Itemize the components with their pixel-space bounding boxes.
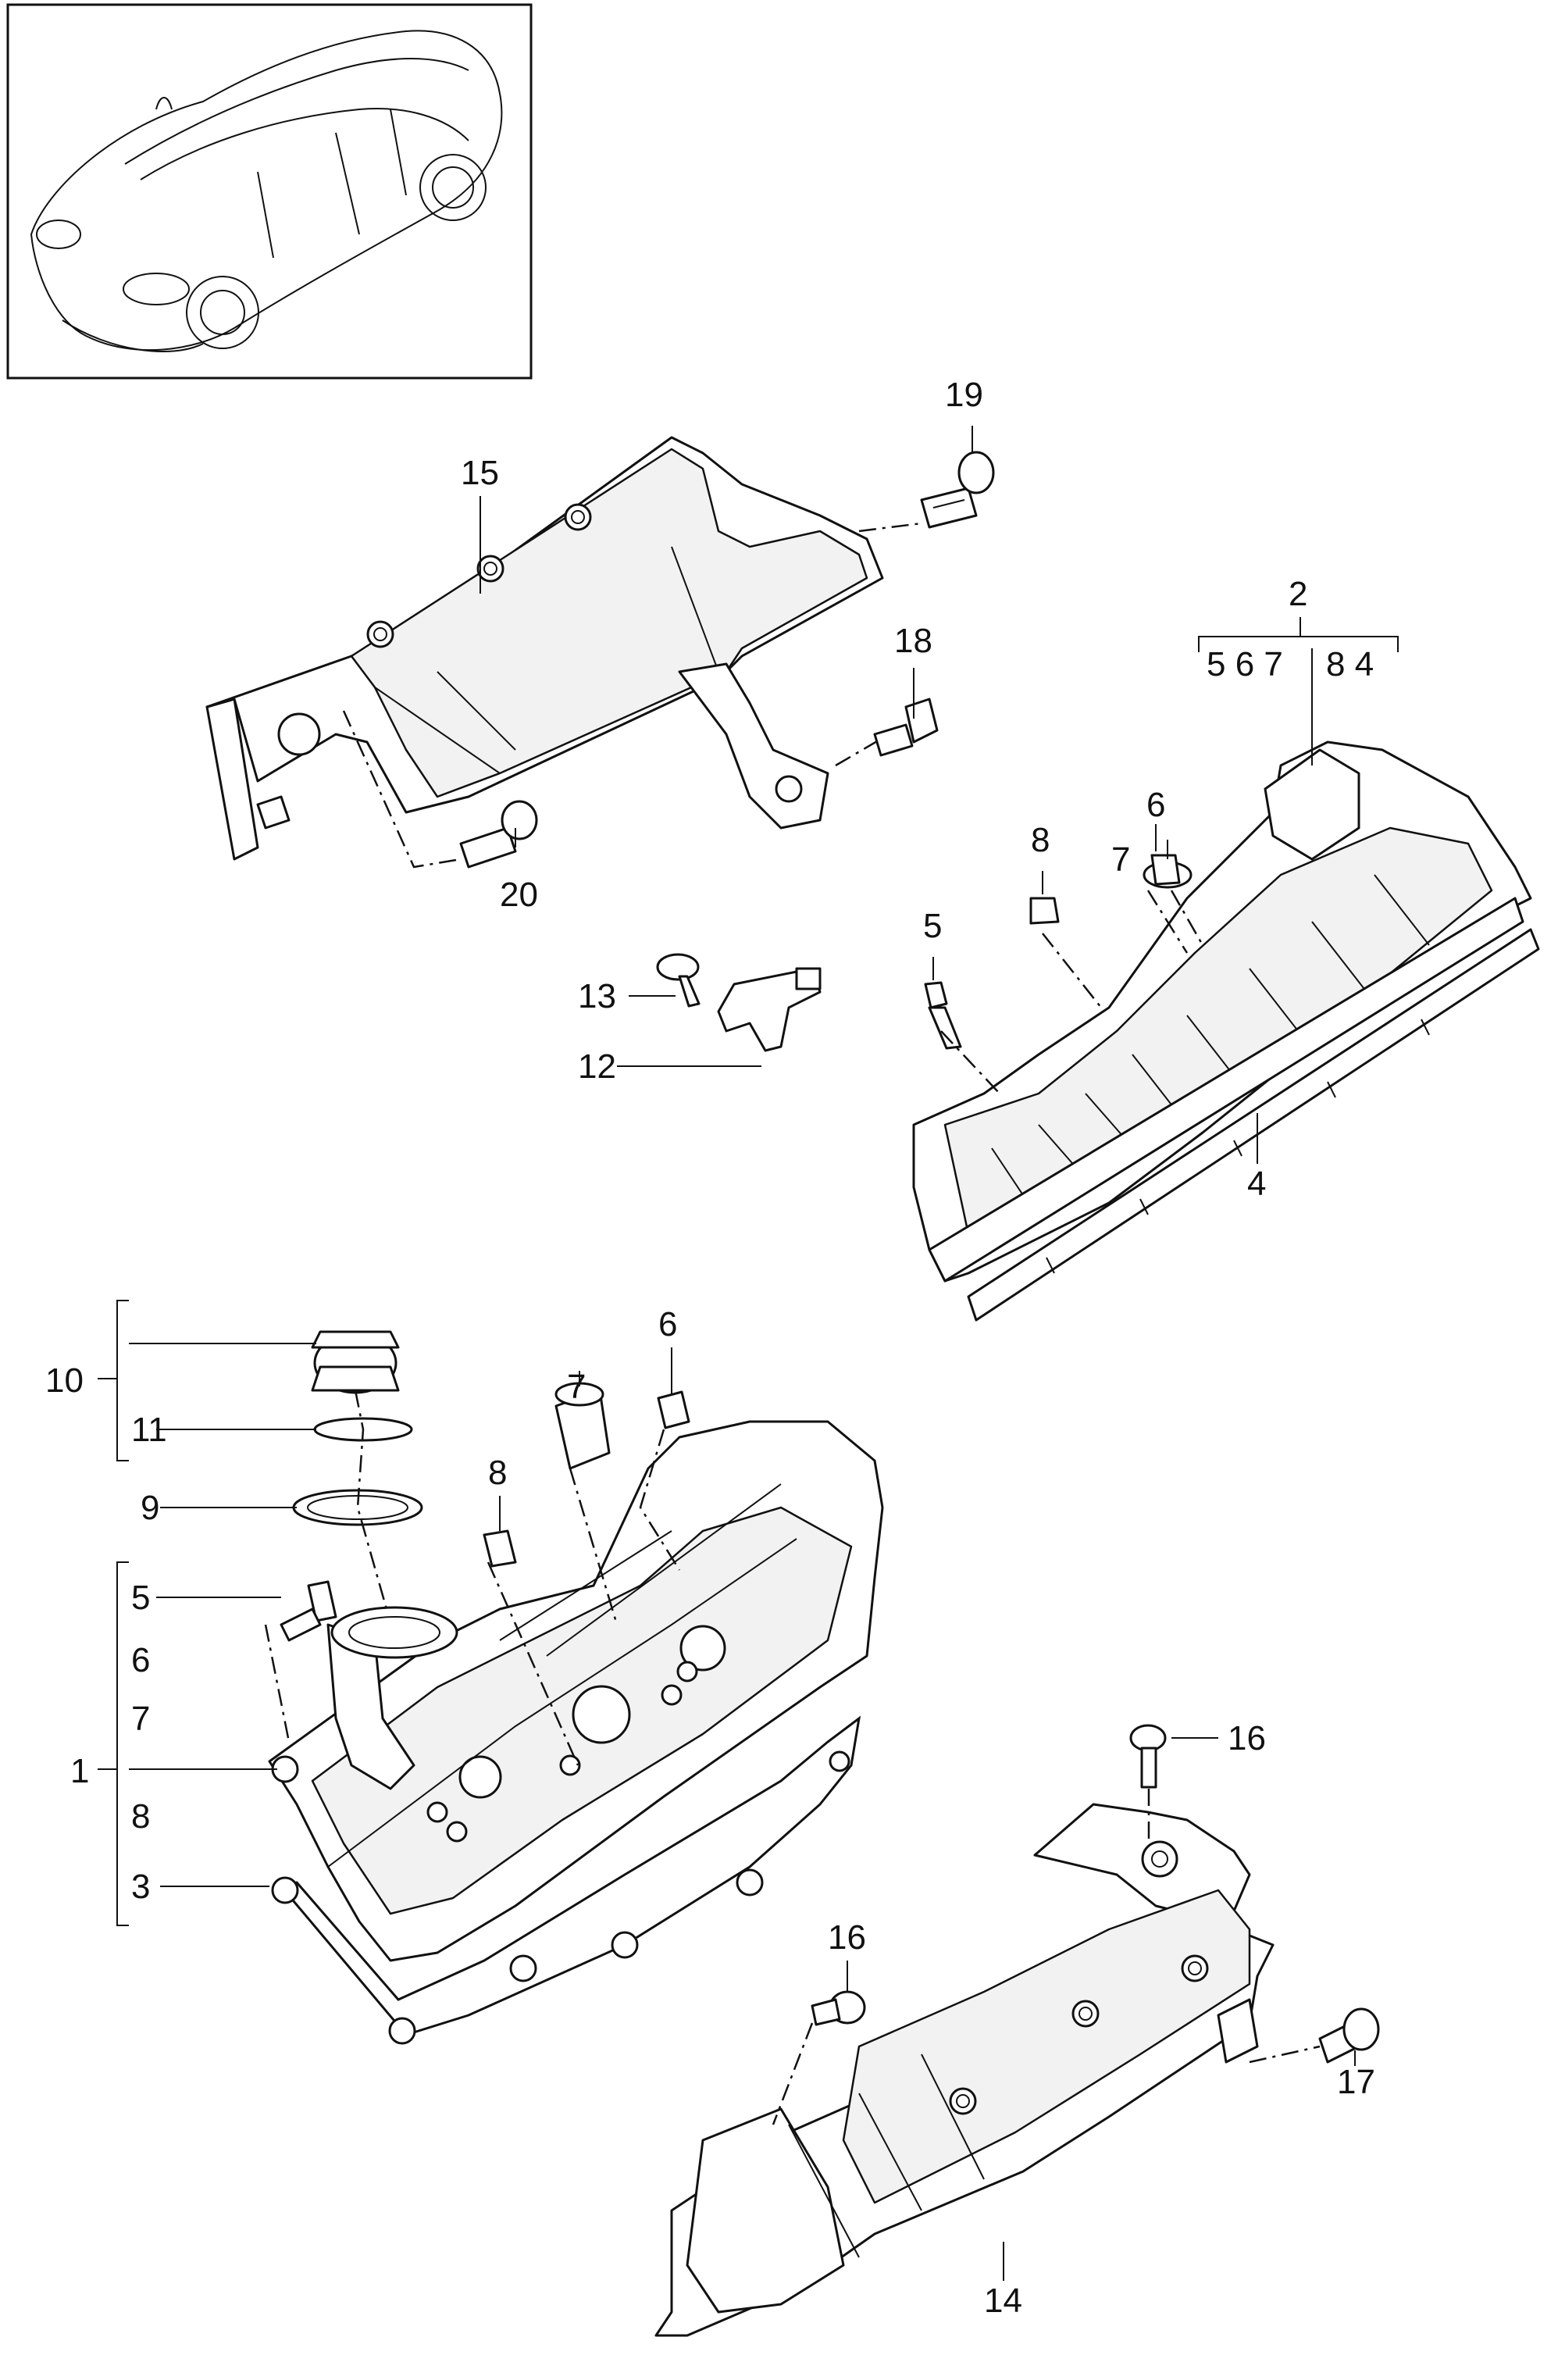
callout-13: 13 (578, 977, 616, 1015)
callout-7-lower: 7 (567, 1368, 586, 1406)
callout-19: 19 (945, 376, 983, 414)
group-2-members-b: 8 4 (1326, 645, 1374, 683)
bolt-16-lower (811, 1990, 866, 2026)
callout-17: 17 (1337, 2063, 1375, 2101)
callout-4: 4 (1247, 1165, 1266, 1203)
bolt-5-lower (280, 1580, 337, 1642)
bolt-19 (920, 451, 995, 529)
callout-2: 2 (1289, 575, 1307, 613)
callout-15: 15 (461, 454, 499, 492)
bolt-20 (459, 800, 538, 869)
callout-8-lower: 8 (488, 1454, 507, 1492)
bolt-16-upper (1129, 1724, 1167, 1789)
callout-9: 9 (141, 1489, 159, 1527)
bolt-17 (1318, 2007, 1380, 2064)
oil-filler-cap (311, 1330, 400, 1394)
valve-cover-lower (268, 1420, 884, 1962)
heat-shield-lower (654, 1803, 1275, 2337)
bolt-5-upper (924, 981, 962, 1050)
valve-cover-upper (912, 740, 1532, 1283)
callout-14: 14 (984, 2282, 1022, 2320)
callout-6-lower: 6 (658, 1305, 677, 1343)
callout-6-upper: 6 (1146, 786, 1165, 824)
bolt-18 (873, 698, 939, 757)
gasket-4 (967, 928, 1540, 1322)
callout-7-upper: 7 (1111, 840, 1130, 879)
bolt-13 (656, 953, 701, 1008)
sensor-12 (717, 967, 822, 1052)
callout-12: 12 (578, 1047, 616, 1086)
callout-20: 20 (500, 876, 538, 914)
callout-7-lower-group: 7 (131, 1700, 150, 1738)
leader-lines (98, 426, 1399, 2281)
plug-6-upper (1150, 854, 1181, 886)
callout-8-upper: 8 (1031, 821, 1050, 859)
callout-16-lower: 16 (828, 1918, 866, 1957)
callout-labels: 15 19 18 20 2 5 6 7 8 4 6 8 7 5 13 12 4 … (45, 376, 1375, 2320)
plug-6-lower (657, 1390, 690, 1429)
plug-8-lower (483, 1529, 517, 1568)
callout-5-lower: 5 (131, 1579, 150, 1617)
group-2-members-a: 5 6 7 (1207, 645, 1283, 683)
gasket-3 (271, 1715, 861, 2045)
callout-5-upper: 5 (923, 907, 942, 945)
callout-6-lower-group: 6 (131, 1641, 150, 1679)
callout-18: 18 (894, 622, 932, 660)
callout-8-lower-group: 8 (131, 1797, 150, 1836)
callout-3: 3 (131, 1868, 150, 1906)
callout-16-upper: 16 (1228, 1719, 1266, 1757)
callout-10: 10 (45, 1361, 84, 1400)
plug-8-upper (1029, 897, 1060, 925)
callout-1: 1 (70, 1752, 89, 1790)
heat-shield-upper (205, 436, 884, 861)
callout-11: 11 (131, 1411, 167, 1449)
vehicle-thumbnail (6, 3, 533, 380)
